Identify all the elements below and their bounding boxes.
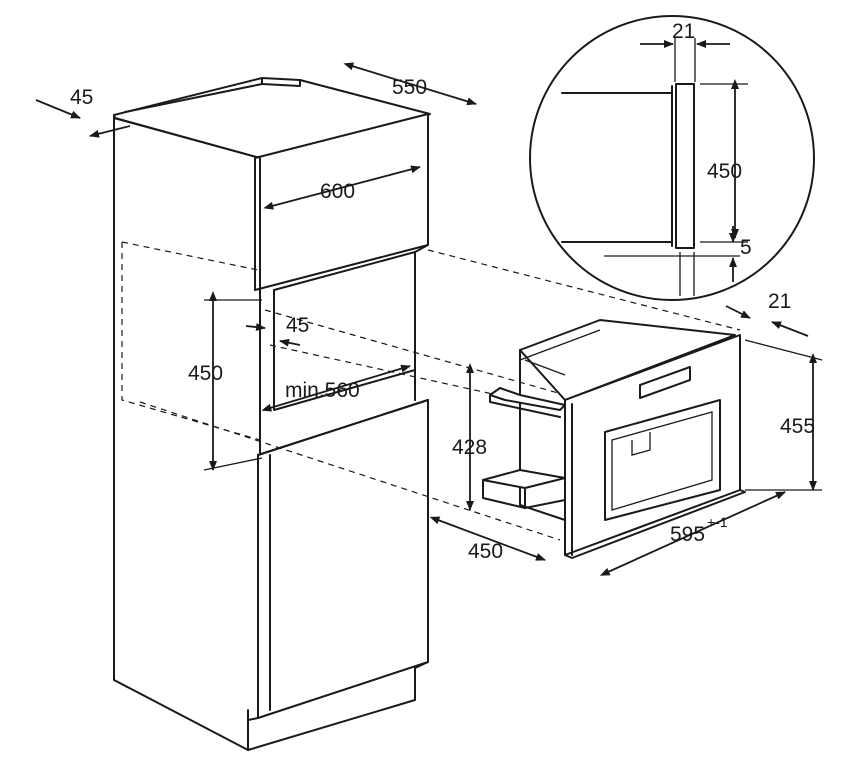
label-appliance-panel-depth: 21: [768, 290, 791, 313]
appliance-display: [639, 366, 691, 399]
dimension-lines: [35, 40, 823, 576]
label-appliance-width-tolerance: +-1: [707, 514, 728, 530]
dim-45-top-a: [35, 99, 81, 119]
upper-right-edge: [414, 244, 429, 253]
detail-view: [529, 15, 815, 301]
dimension-labels: 45 550 600 450 45 min.560 428 450 21 455…: [70, 20, 815, 563]
dim-455-ext-top: [744, 339, 823, 361]
proj-top-left: [121, 241, 259, 271]
cabinet-side-top-edge: [113, 117, 261, 159]
cabinet-left-side: [113, 114, 249, 751]
proj-inner: [269, 344, 521, 401]
label-detail-height: 450: [707, 160, 742, 183]
appliance-drip-top: [482, 469, 566, 489]
label-appliance-height-front: 428: [452, 436, 487, 459]
appliance-rail-front: [489, 394, 561, 418]
label-appliance-width: 595: [670, 523, 705, 546]
tall-cabinet: [113, 77, 431, 751]
label-appliance-depth: 450: [468, 540, 503, 563]
detail-front-panel: [675, 83, 695, 249]
proj-niche-left: [121, 242, 261, 441]
label-appliance-height: 455: [780, 415, 815, 438]
dim-21-a: [725, 305, 751, 319]
label-niche-min-width: min.560: [285, 379, 360, 402]
appliance-drip-front: [482, 479, 566, 509]
appliance-spout: [631, 432, 651, 456]
label-cabinet-depth: 550: [392, 76, 427, 99]
cabinet-top-inner: [124, 83, 263, 113]
cabinet-top-edge: [261, 77, 301, 87]
proj-top-right: [427, 249, 741, 331]
dim-45-inset-a: [245, 323, 266, 332]
appliance-rail-top: [489, 387, 566, 411]
dim-550: [343, 62, 477, 106]
appliance-recess-inner: [611, 411, 713, 511]
dim-21-b: [771, 321, 809, 337]
dim-45-inset-b: [279, 338, 301, 347]
dim-450-ext-bottom: [203, 457, 263, 471]
proj-mid: [264, 309, 566, 396]
label-cabinet-side-thickness: 45: [70, 86, 93, 109]
dim-600: [263, 165, 421, 210]
label-niche-height: 450: [188, 362, 223, 385]
appliance-recess: [604, 399, 721, 521]
dim-595: [599, 491, 786, 576]
label-cabinet-width: 600: [320, 180, 355, 203]
dim-45-top-b: [89, 125, 131, 138]
appliance-top-line: [519, 329, 601, 361]
label-detail-offset: 5: [740, 236, 752, 259]
coffee-machine: [482, 319, 746, 559]
cabinet-plinth: [247, 661, 429, 751]
appliance-side-line: [524, 359, 566, 376]
label-detail-gap: 21: [672, 20, 695, 43]
dim-450-depth: [429, 516, 546, 561]
label-niche-inset: 45: [286, 314, 309, 337]
dim-min560: [261, 364, 411, 412]
